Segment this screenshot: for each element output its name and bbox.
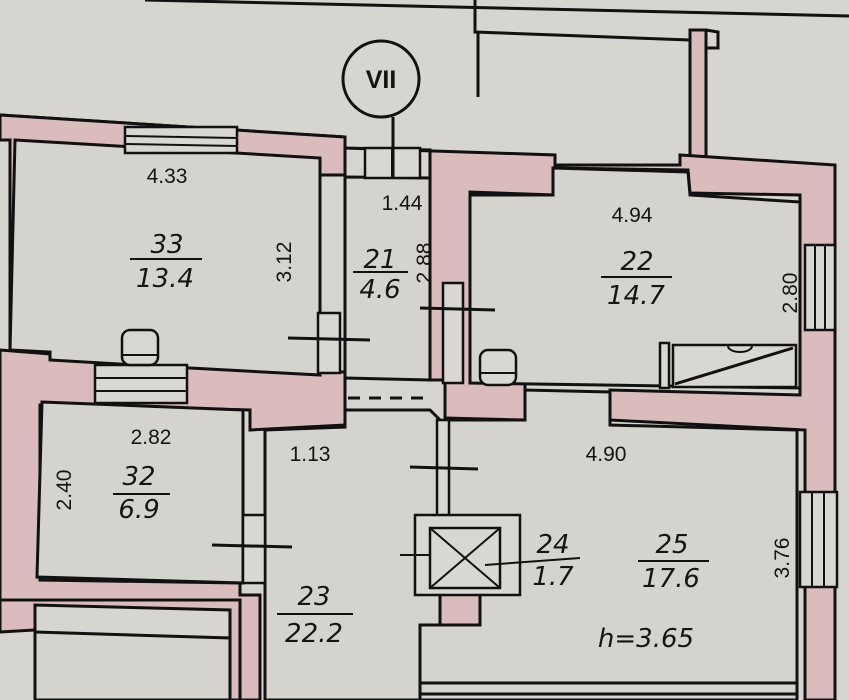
room-23-area: 22.2 (285, 619, 343, 649)
bottom-wall-lines (420, 681, 797, 696)
window-room-22 (803, 243, 837, 332)
ceiling-height: h=3.65 (598, 624, 694, 654)
radiator-room-22 (478, 348, 518, 387)
axis-label: VII (366, 66, 397, 94)
room-33-number: 33 (150, 230, 183, 260)
vent-passage (93, 363, 189, 405)
room-21-area: 4.6 (359, 275, 400, 305)
room-21-number: 21 (363, 245, 396, 275)
room-22-width: 4.94 (612, 204, 653, 227)
window-room-25 (798, 490, 839, 589)
room-24-area: 1.7 (532, 562, 574, 592)
room-22-area: 14.7 (607, 281, 665, 311)
room-25-width: 4.90 (586, 443, 627, 466)
room-23-shape (263, 408, 442, 700)
room-32-area: 6.9 (118, 495, 159, 525)
radiator-room-33 (120, 328, 160, 367)
room-32-depth: 2.40 (53, 470, 76, 511)
room-21-width: 1.44 (382, 192, 423, 215)
room-24-number: 24 (536, 530, 569, 560)
room-32-width: 2.82 (131, 426, 172, 449)
room-21-depth: 2.88 (413, 243, 436, 284)
room-33-depth: 3.12 (273, 242, 296, 283)
lower-left-room-shape (33, 630, 232, 700)
room-33-area: 13.4 (136, 264, 194, 294)
room-32-number: 32 (122, 462, 155, 492)
shaft-room-24 (400, 513, 581, 597)
room-22-depth: 2.80 (779, 273, 802, 314)
bathtub-room-22 (658, 341, 798, 390)
window-room-33 (123, 125, 239, 155)
room-22-number: 22 (620, 247, 653, 277)
room-23-width: 1.13 (290, 443, 331, 466)
room-25-depth: 3.76 (771, 538, 794, 579)
room-25-area: 17.6 (642, 564, 700, 594)
room-25-number: 25 (655, 530, 688, 560)
room-23-number: 23 (297, 582, 330, 612)
axis-marker: VII (341, 39, 421, 178)
room-33-width: 4.33 (147, 165, 188, 188)
